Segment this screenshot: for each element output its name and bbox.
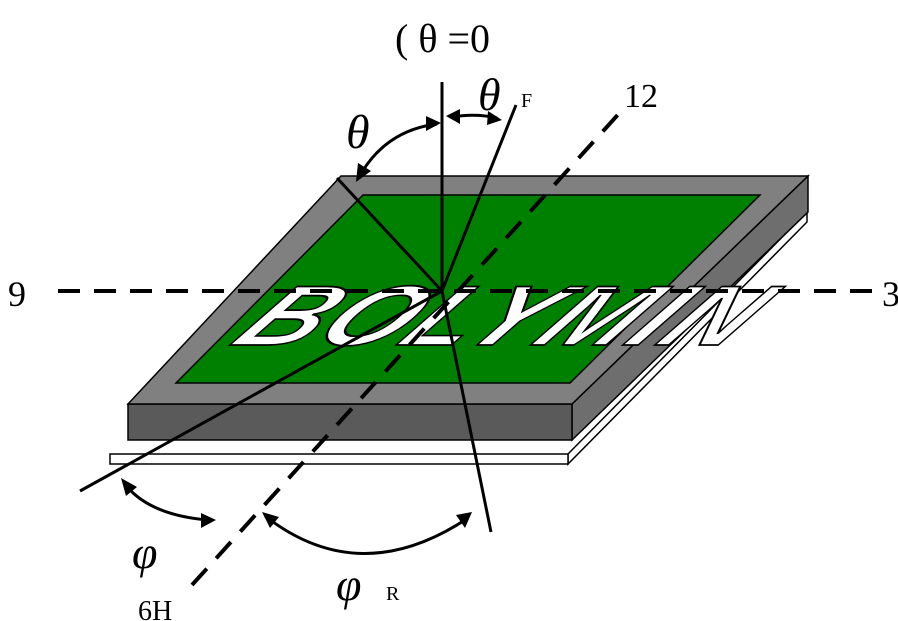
- theta-line: [335, 176, 444, 293]
- phi-r-arc: [264, 514, 469, 555]
- view-lines: [79, 82, 518, 533]
- theta-f-line: [440, 104, 518, 292]
- phi-r-label: φ: [336, 559, 361, 610]
- clock-3-label: 3: [882, 274, 898, 314]
- theta-f-subscript: F: [521, 90, 532, 112]
- phi-arc-arrow-end: [201, 513, 216, 528]
- theta-label: θ: [346, 106, 370, 159]
- phi-r-arc-arrow-end: [456, 512, 472, 528]
- clock-9-label: 9: [8, 274, 26, 314]
- theta-f-arc-arrow-start: [446, 109, 460, 124]
- phi-r-subscript: R: [386, 583, 400, 605]
- phi-arc-arrow-start: [121, 478, 137, 496]
- theta-f-label: θ: [478, 69, 501, 120]
- normal-angle-label: ( θ =0: [395, 16, 490, 61]
- theta-arc-arrow-end: [426, 116, 441, 131]
- theta-arc: [360, 122, 438, 173]
- clock-12-label: 12: [624, 78, 658, 115]
- arrowheads: [121, 109, 502, 528]
- theta-arc-arrow-start: [356, 163, 371, 182]
- theta-f-arc-arrow-end: [487, 111, 502, 125]
- display-logo-text: BOLYMIN: [211, 268, 802, 364]
- clock-axes: [58, 106, 872, 587]
- phi-arc: [122, 482, 209, 522]
- phi-line: [79, 289, 443, 493]
- phi-r-arc-arrow-start: [262, 512, 279, 528]
- clock-6-label: 6H: [138, 596, 172, 621]
- phi-r-line: [440, 290, 493, 533]
- phi-label: φ: [132, 527, 157, 578]
